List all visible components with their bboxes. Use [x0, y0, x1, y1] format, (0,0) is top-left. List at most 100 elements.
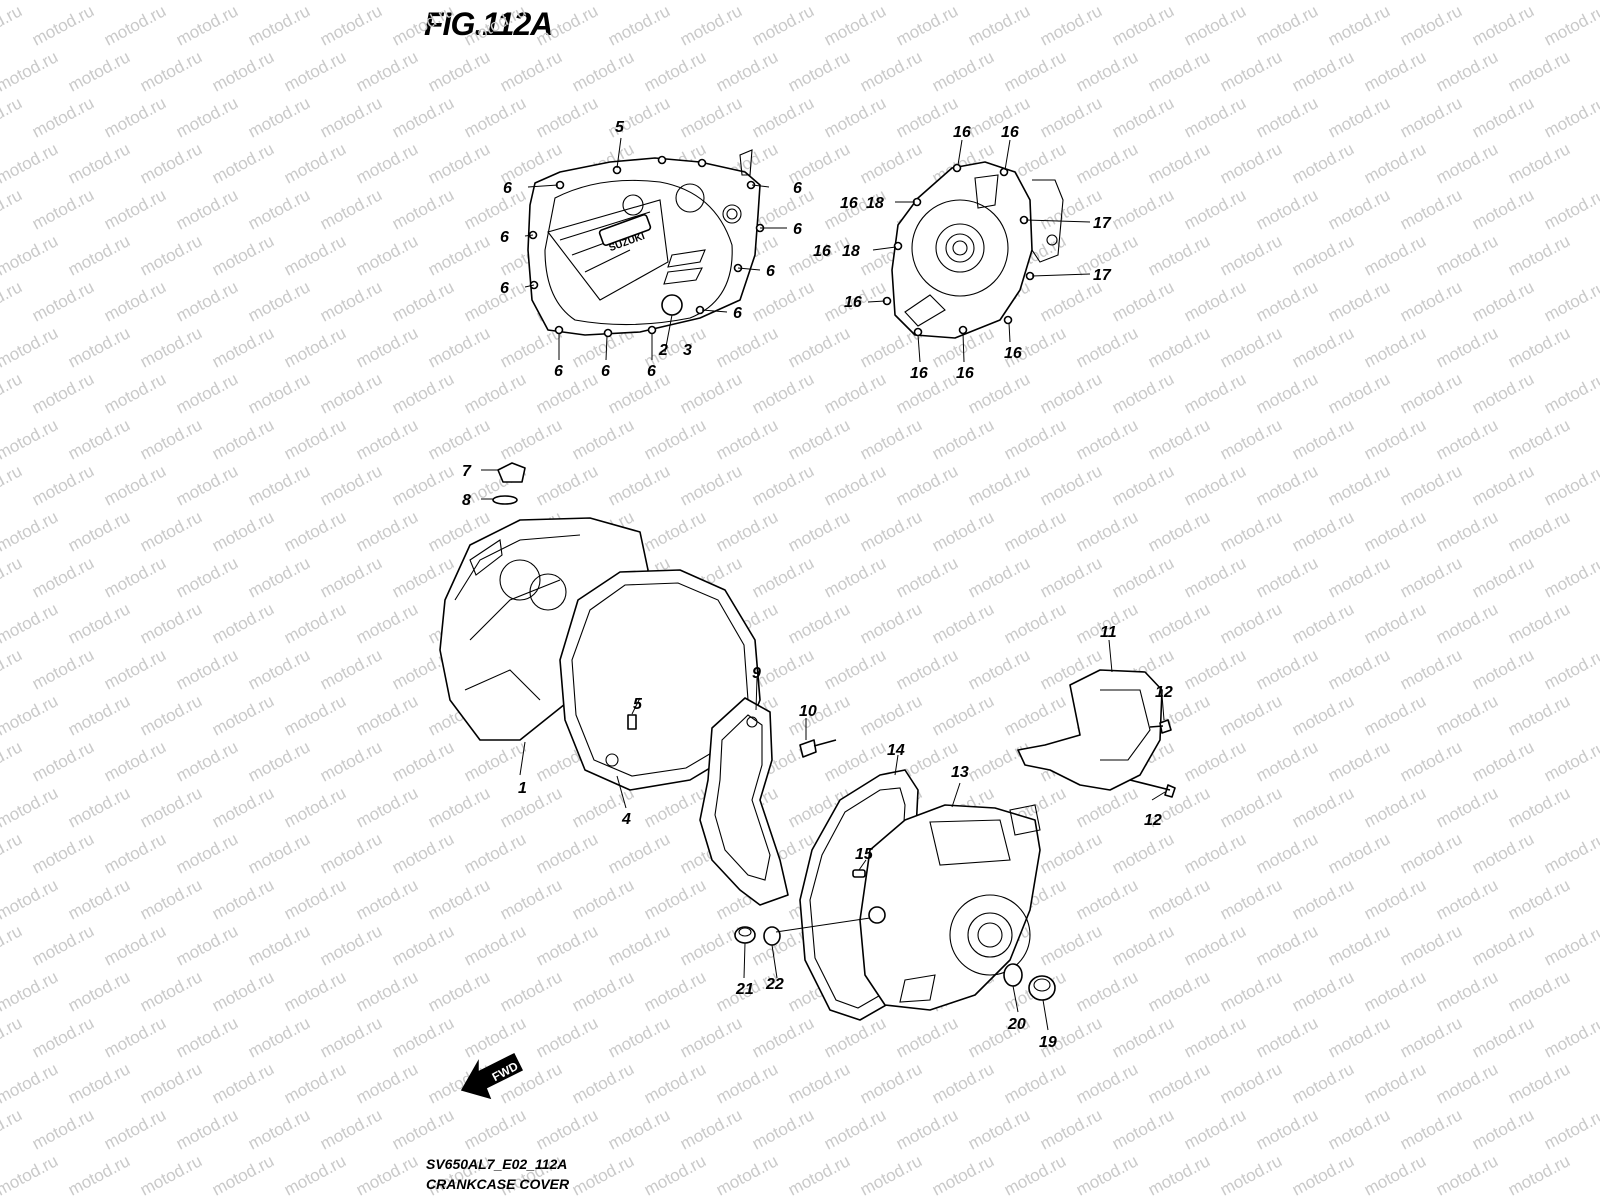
watermark-text: motod.ru [1541, 277, 1600, 325]
watermark-text: motod.ru [1181, 737, 1249, 785]
watermark-text: motod.ru [1217, 1151, 1285, 1199]
watermark-text: motod.ru [65, 507, 133, 555]
watermark-text: motod.ru [1001, 1151, 1069, 1199]
watermark-text: motod.ru [1541, 93, 1600, 141]
watermark-text: motod.ru [929, 1151, 997, 1199]
watermark-text: motod.ru [65, 967, 133, 1015]
watermark-text: motod.ru [1073, 875, 1141, 923]
watermark-text: motod.ru [1289, 415, 1357, 463]
watermark-text: motod.ru [965, 369, 1033, 417]
callout-15: 15 [855, 846, 874, 863]
watermark-text: motod.ru [101, 553, 169, 601]
callout-16: 16 [844, 294, 862, 311]
watermark-text: motod.ru [1541, 369, 1600, 417]
watermark-text: motod.ru [785, 1059, 853, 1107]
watermark-text: motod.ru [1109, 921, 1177, 969]
watermark-text: motod.ru [173, 93, 241, 141]
watermark-text: motod.ru [0, 369, 25, 417]
watermark-text: motod.ru [1397, 93, 1465, 141]
watermark-text: motod.ru [0, 185, 25, 233]
watermark-text: motod.ru [569, 1151, 637, 1199]
watermark-text: motod.ru [1397, 553, 1465, 601]
watermark-text: motod.ru [65, 783, 133, 831]
watermark-text: motod.ru [1217, 47, 1285, 95]
callout-1: 1 [518, 780, 527, 797]
watermark-text: motod.ru [29, 185, 97, 233]
watermark-text: motod.ru [173, 737, 241, 785]
watermark-text: motod.ru [965, 1105, 1033, 1153]
watermark-text: motod.ru [245, 185, 313, 233]
watermark-text: motod.ru [713, 1059, 781, 1107]
watermark-text: motod.ru [1217, 0, 1285, 4]
watermark-text: motod.ru [1181, 553, 1249, 601]
watermark-text: motod.ru [1181, 277, 1249, 325]
watermark-text: motod.ru [101, 1105, 169, 1153]
watermark-text: motod.ru [0, 507, 61, 555]
watermark-text: motod.ru [1109, 369, 1177, 417]
watermark-text: motod.ru [353, 691, 421, 739]
watermark-text: motod.ru [1073, 323, 1141, 371]
watermark-text: motod.ru [137, 599, 205, 647]
watermark-text: motod.ru [1397, 645, 1465, 693]
watermark-text: motod.ru [857, 1059, 925, 1107]
watermark-text: motod.ru [569, 1059, 637, 1107]
watermark-text: motod.ru [677, 369, 745, 417]
callout-labels: 5 6 6 6 6 6 6 6 6 6 6 2 3 16 16 16 18 16… [462, 119, 1173, 1051]
watermark-text: motod.ru [1109, 1, 1177, 49]
watermark-text: motod.ru [173, 921, 241, 969]
watermark-text: motod.ru [1325, 369, 1393, 417]
watermark-text: motod.ru [1469, 645, 1537, 693]
watermark-text: motod.ru [461, 1013, 529, 1061]
watermark-text: motod.ru [1397, 277, 1465, 325]
watermark-text: motod.ru [749, 93, 817, 141]
o-ring-20 [1003, 963, 1023, 987]
watermark-text: motod.ru [65, 323, 133, 371]
watermark-text: motod.ru [389, 185, 457, 233]
watermark-text: motod.ru [425, 415, 493, 463]
watermark-text: motod.ru [1469, 1105, 1537, 1153]
callout-9: 9 [752, 665, 761, 682]
watermark-text: motod.ru [137, 1151, 205, 1199]
oil-filler-plug [661, 294, 683, 316]
magneto-cover-detail [882, 161, 1064, 339]
watermark-text: motod.ru [821, 93, 889, 141]
watermark-text: motod.ru [1181, 93, 1249, 141]
plug-19 [1028, 975, 1056, 1001]
watermark-text: motod.ru [1361, 47, 1429, 95]
callout-12: 12 [1144, 812, 1162, 829]
watermark-text: motod.ru [1469, 1013, 1537, 1061]
watermark-text: motod.ru [1541, 461, 1600, 509]
watermark-text: motod.ru [785, 47, 853, 95]
watermark-text: motod.ru [461, 737, 529, 785]
watermark-text: motod.ru [425, 967, 493, 1015]
watermark-text: motod.ru [1397, 461, 1465, 509]
watermark-text: motod.ru [1325, 93, 1393, 141]
watermark-text: motod.ru [281, 139, 349, 187]
watermark-text: motod.ru [101, 185, 169, 233]
watermark-text: motod.ru [533, 461, 601, 509]
watermark-text: motod.ru [1145, 1059, 1213, 1107]
watermark-text: motod.ru [1289, 599, 1357, 647]
watermark-text: motod.ru [173, 645, 241, 693]
watermark-text: motod.ru [425, 783, 493, 831]
callout-17: 17 [1093, 267, 1112, 284]
watermark-text: motod.ru [1361, 783, 1429, 831]
watermark-text: motod.ru [1541, 1013, 1600, 1061]
callout-8: 8 [462, 492, 471, 509]
watermark-text: motod.ru [1073, 507, 1141, 555]
watermark-text: motod.ru [1253, 553, 1321, 601]
callout-6: 6 [733, 305, 742, 322]
figure-name: CRANKCASE COVER [426, 1176, 570, 1192]
watermark-text: motod.ru [1145, 231, 1213, 279]
watermark-text: motod.ru [245, 645, 313, 693]
watermark-text: motod.ru [101, 93, 169, 141]
callout-16: 16 [1004, 345, 1022, 362]
callout-16: 16 [813, 243, 831, 260]
figure-code: SV650AL7_E02_112A [426, 1156, 568, 1172]
watermark-text: motod.ru [785, 1151, 853, 1199]
watermark-text: motod.ru [1397, 185, 1465, 233]
callout-16: 16 [953, 124, 971, 141]
watermark-text: motod.ru [821, 1013, 889, 1061]
watermark-text: motod.ru [65, 139, 133, 187]
